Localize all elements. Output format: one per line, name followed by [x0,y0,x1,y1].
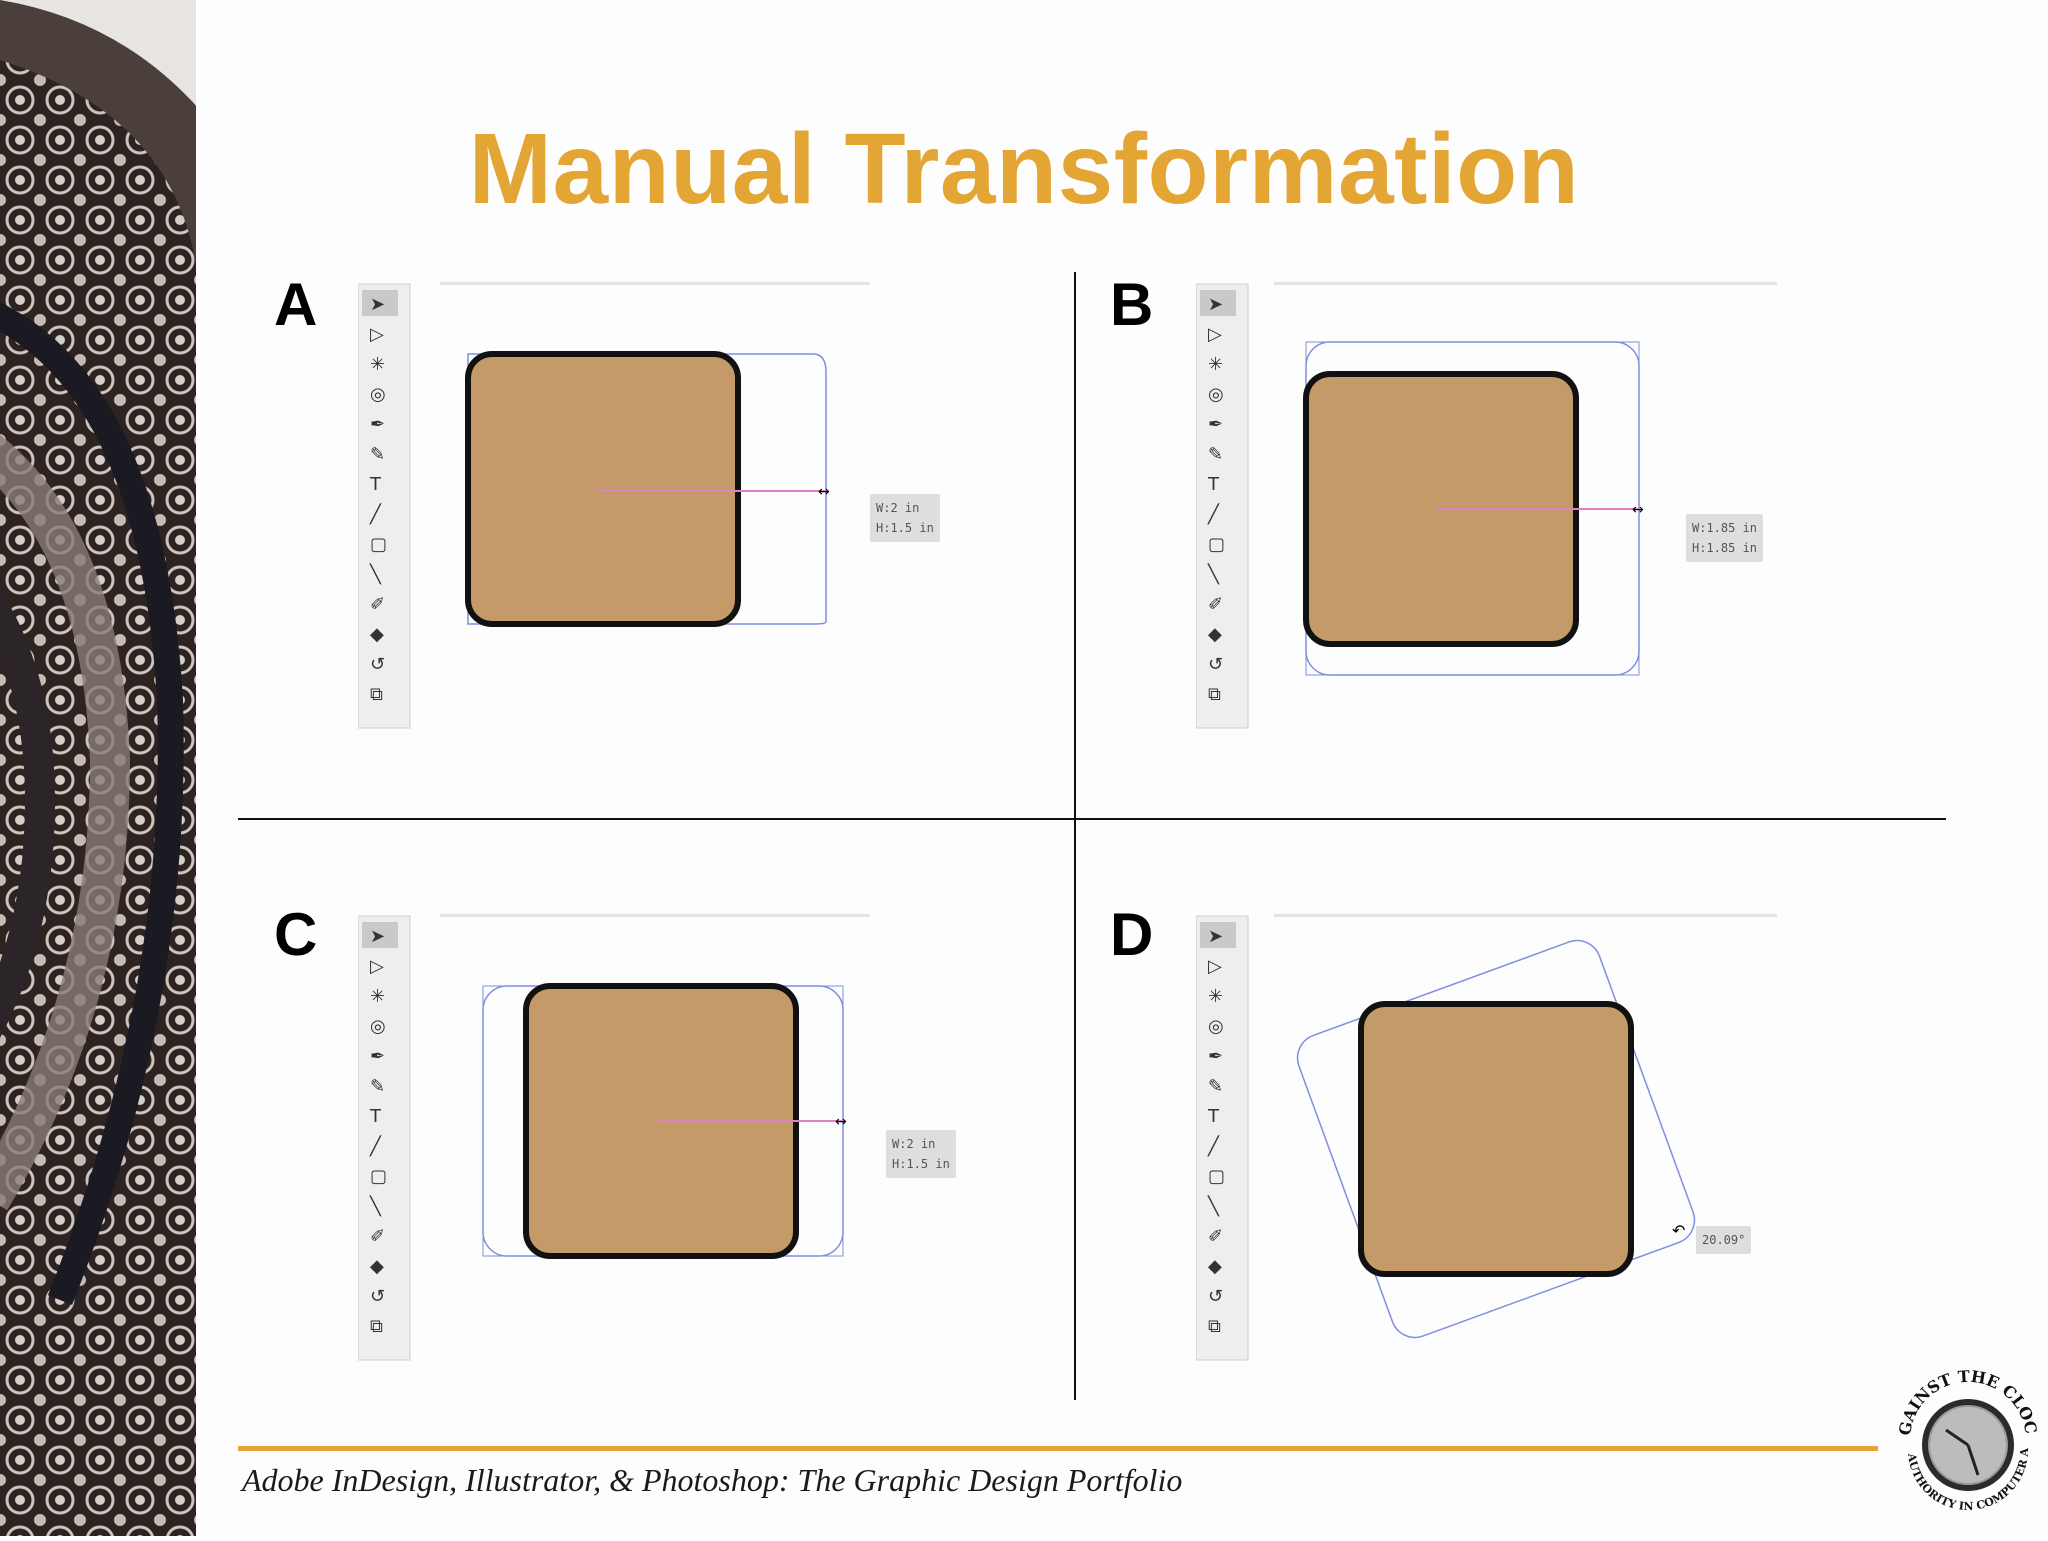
selection-tool-icon: ➤ [370,926,385,947]
rotate-tool-icon: ↺ [1208,1286,1223,1307]
rotate-tool-icon: ↺ [370,1286,385,1307]
blob-brush-tool-icon: ✐ [1208,1226,1223,1247]
footer-rule [238,1446,1878,1451]
pen-tool-icon: ✒ [370,1046,385,1067]
panel-b-canvas: ↔ ➤ ▷ ✳ ◎ ✒ ✎ T ╱ ▢ ╲ ✐ ◆ ↺ ⧉ [1196,282,1778,729]
scale-tool-icon: ⧉ [370,684,383,705]
lasso-tool-icon: ◎ [1208,384,1224,405]
panel-d-screenshot: ↶ ➤ ▷ ✳ ◎ ✒ ✎ T ╱ ▢ ╲ ✐ ◆ ↺ ⧉ 20.09° [1196,914,1796,1374]
panel-b-screenshot: ↔ ➤ ▷ ✳ ◎ ✒ ✎ T ╱ ▢ ╲ ✐ ◆ ↺ ⧉ W:1.85 in H:1.85 in [1196,282,1796,742]
pen-tool-icon: ✒ [370,414,385,435]
eraser-tool-icon: ◆ [370,1256,384,1277]
paintbrush-tool-icon: ╲ [1207,563,1220,585]
line-tool-icon: ╱ [1207,503,1220,525]
panel-a-screenshot: ↔ ➤ ▷ ✳ ◎ ✒ ✎ T ╱ ▢ ╲ ✐ ◆ ↺ ⧉ W:2 in H:1.5 in [358,282,958,742]
against-the-clock-logo: AGAINST THE CLOCK THE AUTHORITY IN COMPU… [1881,1335,2048,1536]
scale-tool-icon: ⧉ [1208,684,1221,705]
type-tool-icon: T [369,474,382,495]
direct-selection-tool-icon: ▷ [1208,956,1222,977]
footer-text: Adobe InDesign, Illustrator, & Photoshop… [242,1462,1183,1498]
direct-selection-tool-icon: ▷ [370,324,384,345]
eraser-tool-icon: ◆ [370,624,384,645]
dimension-readout: W:1.85 in H:1.85 in [1686,514,1764,562]
selection-tool-icon: ➤ [1208,294,1223,315]
rectangle-tool-icon: ▢ [370,534,387,555]
panel-label-a: A [274,271,318,338]
brush-pen-tool-icon: ✎ [1208,444,1223,465]
rotate-tool-icon: ↺ [370,654,385,675]
direct-selection-tool-icon: ▷ [370,956,384,977]
scale-tool-icon: ⧉ [370,1316,383,1337]
scale-tool-icon: ⧉ [1208,1316,1221,1337]
lasso-tool-icon: ◎ [370,384,386,405]
rectangle-tool-icon: ▢ [1208,1166,1225,1187]
quadrant-divider-horizontal [238,818,1946,820]
selection-tool-icon: ➤ [1208,926,1223,947]
svg-text:↔: ↔ [1632,502,1644,518]
brush-pen-tool-icon: ✎ [370,444,385,465]
lasso-tool-icon: ◎ [370,1016,386,1037]
type-tool-icon: T [1207,474,1220,495]
svg-text:↔: ↔ [818,484,830,500]
blob-brush-tool-icon: ✐ [370,594,385,615]
rotate-tool-icon: ↺ [1208,654,1223,675]
magic-wand-tool-icon: ✳ [370,354,385,375]
blob-brush-tool-icon: ✐ [1208,594,1223,615]
panel-c-canvas: ↔ ➤ ▷ ✳ ◎ ✒ ✎ T ╱ ▢ ╲ ✐ ◆ ↺ ⧉ [358,914,870,1361]
panel-label-b: B [1110,271,1154,338]
paintbrush-tool-icon: ╲ [369,563,382,585]
blob-brush-tool-icon: ✐ [370,1226,385,1247]
line-tool-icon: ╱ [369,1135,382,1157]
pen-tool-icon: ✒ [1208,1046,1223,1067]
rectangle-tool-icon: ▢ [370,1166,387,1187]
staircase-photo [0,0,200,1536]
rotation-readout: 20.09° [1696,1226,1752,1254]
paintbrush-tool-icon: ╲ [369,1195,382,1217]
dimension-readout: W:2 in H:1.5 in [886,1130,956,1178]
paintbrush-tool-icon: ╲ [1207,1195,1220,1217]
direct-selection-tool-icon: ▷ [1208,324,1222,345]
panel-a-canvas: ↔ ➤ ▷ ✳ ◎ ✒ ✎ T ╱ ▢ ╲ ✐ ◆ ↺ ⧉ [358,282,870,729]
quadrant-divider-vertical [1074,272,1076,1400]
lasso-tool-icon: ◎ [1208,1016,1224,1037]
brush-pen-tool-icon: ✎ [1208,1076,1223,1097]
magic-wand-tool-icon: ✳ [1208,986,1223,1007]
panel-c-screenshot: ↔ ➤ ▷ ✳ ◎ ✒ ✎ T ╱ ▢ ╲ ✐ ◆ ↺ ⧉ W:2 in H:1.5 in [358,914,958,1374]
rectangle-tool-icon: ▢ [1208,534,1225,555]
magic-wand-tool-icon: ✳ [1208,354,1223,375]
dimension-readout: W:2 in H:1.5 in [870,494,940,542]
pen-tool-icon: ✒ [1208,414,1223,435]
svg-text:↶: ↶ [1672,1221,1685,1240]
panel-d-canvas: ↶ ➤ ▷ ✳ ◎ ✒ ✎ T ╱ ▢ ╲ ✐ ◆ ↺ ⧉ [1196,914,1778,1361]
selection-tool-icon: ➤ [370,294,385,315]
slide-title: Manual Transformation [468,113,1580,225]
svg-text:↔: ↔ [835,1114,847,1130]
magic-wand-tool-icon: ✳ [370,986,385,1007]
eraser-tool-icon: ◆ [1208,1256,1222,1277]
eraser-tool-icon: ◆ [1208,624,1222,645]
line-tool-icon: ╱ [1207,1135,1220,1157]
panel-label-d: D [1110,901,1154,968]
type-tool-icon: T [1207,1106,1220,1127]
panel-label-c: C [274,901,318,968]
line-tool-icon: ╱ [369,503,382,525]
brush-pen-tool-icon: ✎ [370,1076,385,1097]
type-tool-icon: T [369,1106,382,1127]
